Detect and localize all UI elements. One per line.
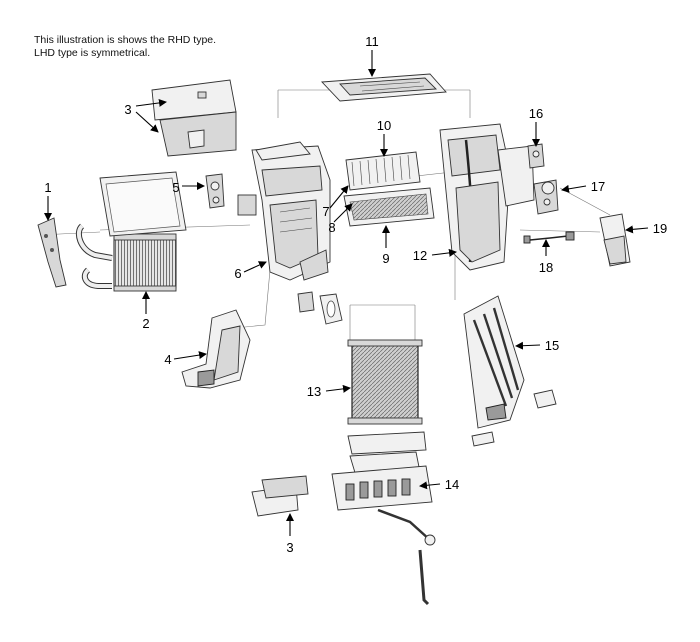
part-3-lower-cover [251,475,309,517]
callout-17: 17 [591,179,605,194]
part-16-servo [527,143,545,169]
part-3-upper-cover [151,79,237,157]
callout-8: 8 [328,220,335,235]
part-18-wiring-harness [523,231,575,244]
callout-13: 13 [307,384,321,399]
callout-2: 2 [142,316,149,331]
callout-9: 9 [382,251,389,266]
part-11-upper-duct [321,73,447,102]
part-17-actuator [533,179,559,215]
part-6-left-housing [237,141,331,281]
part-2-heater-core [75,223,177,292]
callout-1: 1 [44,180,51,195]
part-1-bracket [37,217,67,288]
callout-16: 16 [529,106,543,121]
part-15-side-panel [463,295,557,447]
callout-3-bottom: 3 [286,540,293,555]
callout-10: 10 [377,118,391,133]
cabin-filter-panel [99,171,187,237]
callout-7: 7 [322,204,329,219]
part-19-side-cover [599,213,631,267]
callout-12: 12 [413,248,427,263]
callout-19: 19 [653,221,667,236]
callout-6: 6 [234,266,241,281]
callout-4: 4 [164,352,171,367]
note-lhd-type: LHD type is symmetrical. [34,47,151,59]
part-14-lower-case [331,451,436,606]
part-12-right-housing [439,123,535,271]
callout-14: 14 [445,477,459,492]
note-rhd-type: This illustration is shows the RHD type. [34,34,217,46]
callout-arrows [44,50,649,536]
callout-5: 5 [172,180,179,195]
callout-18: 18 [539,260,553,275]
part-4-foot-duct [181,309,251,389]
callout-15: 15 [545,338,559,353]
callout-11: 11 [365,34,379,49]
part-5-actuator [205,173,225,209]
part-13-evaporator [347,339,427,455]
clip-parts [297,291,343,325]
callout-labels: 1 2 3 3 4 5 6 7 8 9 10 11 12 13 14 15 16… [44,34,667,555]
callout-3-top: 3 [124,102,131,117]
part-10-vent-door [345,151,421,191]
part-9-mode-door [343,187,435,227]
